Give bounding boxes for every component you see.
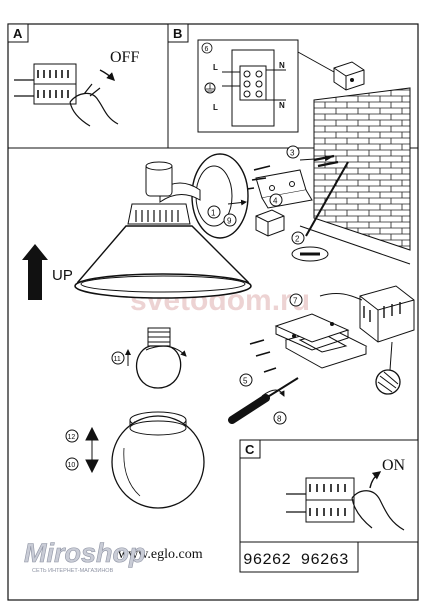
hand-icon — [69, 83, 119, 127]
panel-a-letter: A — [13, 26, 23, 41]
step-10-label: 10 — [68, 462, 76, 469]
cable-box-icon — [255, 209, 285, 237]
step-2-label: 2 — [295, 235, 300, 244]
step-7-label: 7 — [293, 297, 298, 306]
up-label: UP — [52, 267, 73, 284]
miroshop-tagline: СЕТЬ ИНТЕРНЕТ-МАГАЗИНОВ — [32, 568, 114, 574]
live-label: L — [213, 63, 218, 72]
drill-icon — [291, 161, 349, 262]
step-4-label: 4 — [273, 197, 278, 206]
miroshop-logo: Miroshop СЕТЬ ИНТЕРНЕТ-МАГАЗИНОВ — [24, 538, 146, 574]
website-text: www.eglo.com — [118, 547, 203, 562]
hand-on-icon — [351, 490, 405, 531]
lamp-body: 1 9 — [74, 153, 252, 299]
step-6-label: 6 — [205, 46, 209, 53]
step-11-label: 11 — [114, 356, 121, 363]
connector-module-icon — [359, 285, 415, 343]
off-arrow-icon — [99, 69, 115, 81]
panel-c-letter: C — [245, 442, 255, 457]
step-12-label: 12 — [68, 434, 76, 441]
step-3-label: 3 — [290, 149, 295, 158]
step-8-label: 8 — [277, 415, 282, 424]
bulb-icon — [136, 327, 187, 389]
model-numbers: 96262 96263 — [243, 551, 349, 569]
panel-a: A OFF — [7, 23, 139, 127]
off-label: OFF — [110, 49, 139, 66]
ground-icon — [204, 82, 216, 94]
junction-box-icon — [333, 61, 365, 91]
page-frame — [7, 23, 419, 601]
panel-b: B 6 L L N N — [167, 23, 411, 265]
step-9-label: 9 — [227, 217, 232, 226]
neutral-label-2: N — [279, 101, 285, 110]
miroshop-name: Miroshop — [24, 538, 146, 568]
terminal-block-icon — [14, 63, 77, 105]
on-arrow-icon — [369, 471, 382, 489]
screwdriver-icon — [228, 377, 299, 424]
mounting-bracket-icon — [255, 169, 313, 209]
neutral-label: N — [279, 61, 285, 70]
step-1-label: 1 — [211, 209, 216, 218]
cable-grommet-icon — [375, 341, 401, 395]
step-5-label: 5 — [243, 377, 248, 386]
panel-c: C ON — [239, 439, 419, 543]
on-label: ON — [382, 457, 406, 474]
model-number-box — [239, 541, 359, 573]
live-label-2: L — [213, 103, 218, 112]
wall-plate — [274, 313, 368, 369]
connector-block-icon — [222, 49, 286, 127]
vertical-double-arrow-icon — [85, 426, 99, 474]
up-arrow-icon — [22, 244, 48, 300]
panel-b-letter: B — [173, 26, 182, 41]
brick-wall — [299, 87, 411, 265]
small-screws-icon — [249, 339, 277, 373]
terminal-block-on-icon — [286, 477, 355, 523]
globe-shade-icon — [111, 411, 205, 509]
